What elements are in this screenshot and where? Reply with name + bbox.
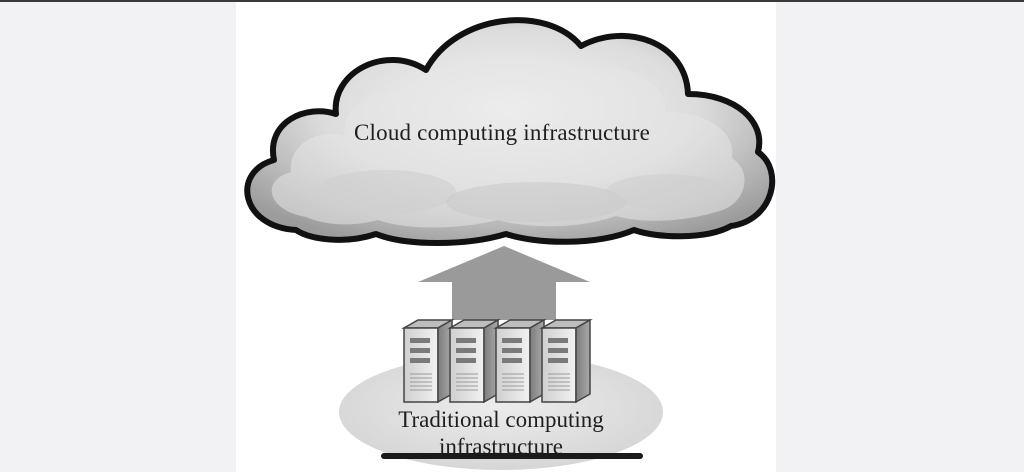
server-tower-icon [401,318,455,404]
server-rack-group [401,318,593,404]
server-tower-icon [493,318,547,404]
traditional-infrastructure-label: Traditional computing infrastructure [326,406,676,460]
diagram-figure: Cloud computing infrastructure Tradition… [236,2,776,472]
diagram-svg [244,17,776,470]
cloud-label: Cloud computing infrastructure [354,120,650,145]
home-indicator-bar[interactable] [381,453,643,459]
server-tower-icon [539,318,593,404]
server-tower-icon [447,318,501,404]
cloud-icon [244,17,776,246]
up-arrow-icon [418,246,590,320]
base-label-line1: Traditional computing [398,407,604,432]
window-top-edge [0,0,1024,2]
